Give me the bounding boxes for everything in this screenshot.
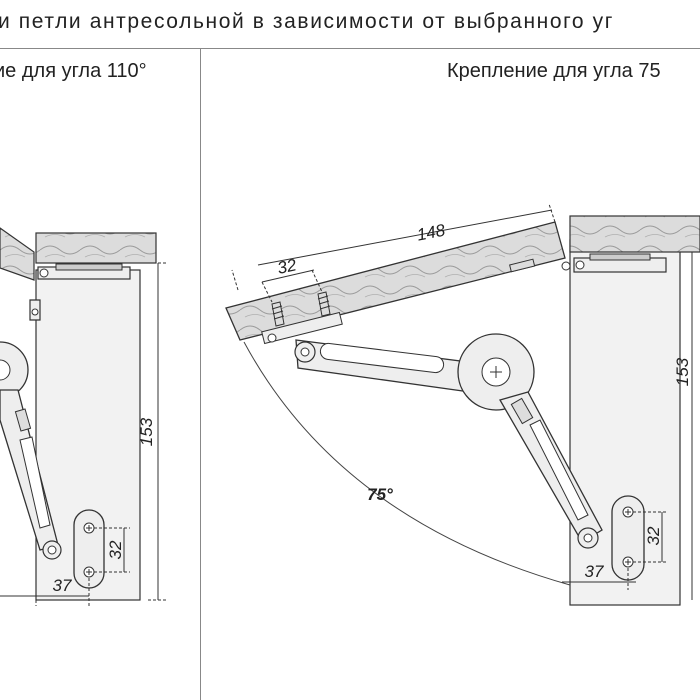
right-swing-arc [243, 341, 571, 586]
right-assembly: 148 32 75° [225, 203, 700, 606]
right-angle-label: 75° [367, 485, 393, 504]
panel-divider [200, 48, 201, 700]
right-panel-caption: Крепление для угла 75 [447, 60, 661, 82]
right-link-arm [294, 339, 471, 393]
right-cabinet-top [569, 215, 700, 253]
right-strut-arm [499, 391, 603, 549]
left-panel-caption: ие для угла 110° [0, 60, 147, 82]
right-dim-horizontal: 37 [585, 562, 604, 581]
right-lid [225, 221, 566, 341]
right-dim-hole: 32 [644, 526, 663, 545]
left-dim-horizontal: 37 [53, 576, 72, 595]
right-dim-screw-spacing: 32 [276, 255, 299, 278]
right-lid-screw-1 [271, 301, 285, 327]
right-dim-vertical: 153 [673, 357, 692, 386]
page-title-text: и петли антресольной в зависимости от вы… [0, 10, 615, 33]
left-cabinet-top [35, 232, 157, 264]
right-dim-lid-length: 148 [415, 220, 447, 244]
left-dim-hole: 32 [106, 540, 125, 559]
right-lid-screw-2 [317, 291, 331, 317]
page-title: и петли антресольной в зависимости от вы… [0, 10, 700, 40]
left-pivot-wheel [0, 341, 29, 399]
left-lid [0, 227, 35, 281]
left-dim-vertical: 153 [137, 417, 156, 446]
left-assembly: 153 32 37 [0, 227, 168, 606]
header-divider [0, 48, 700, 49]
